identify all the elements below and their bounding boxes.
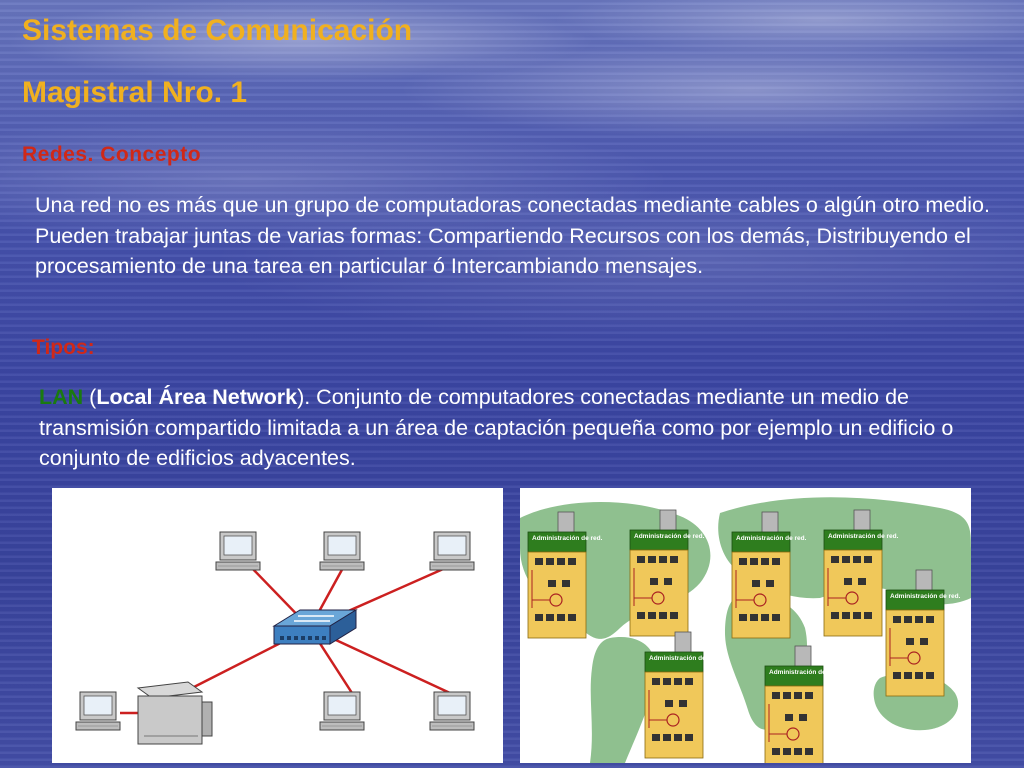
computer-icon: [429, 691, 475, 731]
network-admin-node: Administración de red.: [629, 509, 705, 637]
concept-paragraph: Una red no es más que un grupo de comput…: [35, 193, 990, 278]
network-admin-node: Administración de red.: [764, 645, 840, 763]
svg-text:Administración de red.: Administración de red.: [736, 535, 807, 542]
switch-icon: [272, 609, 358, 645]
lan-term: LAN: [39, 385, 84, 409]
wan-map-svg: Administración de red. Administración de…: [520, 497, 971, 763]
slide-title: Sistemas de Comunicación: [22, 14, 413, 47]
svg-text:Administración de red.: Administración de red.: [828, 533, 899, 540]
computer-icon: [319, 531, 365, 571]
lan-paragraph: LAN (Local Área Network). Conjunto de co…: [39, 382, 979, 474]
slide-subtitle: Magistral Nro. 1: [22, 76, 248, 109]
svg-text:Administración de red.: Administración de red.: [890, 593, 961, 600]
types-heading: Tipos:: [32, 336, 95, 359]
network-admin-node: Administración de red.: [644, 631, 720, 759]
svg-text:Administración de red.: Administración de red.: [649, 655, 720, 662]
computer-icon: [215, 531, 261, 571]
network-admin-node: Administración de red.: [527, 511, 603, 639]
lan-topology-diagram: [52, 488, 503, 763]
computer-icon: [319, 691, 365, 731]
svg-text:Administración de red.: Administración de red.: [769, 669, 840, 676]
computer-icon: [429, 531, 475, 571]
svg-text:Administración de red.: Administración de red.: [634, 533, 705, 540]
wan-map-image: Administración de red. Administración de…: [520, 488, 971, 763]
lan-topology-svg: [75, 531, 475, 745]
network-admin-node: Administración de red.: [823, 509, 899, 637]
lan-expansion: Local Área Network: [96, 385, 298, 409]
lan-description: ). Conjunto de computadores conectadas m…: [39, 385, 954, 470]
network-admin-node: Administración de red.: [731, 511, 807, 639]
lan-open-paren: (: [83, 385, 97, 409]
printer-icon: [136, 681, 213, 745]
computer-icon: [75, 691, 121, 731]
svg-text:Administración de red.: Administración de red.: [532, 535, 603, 542]
network-admin-node: Administración de red.: [885, 569, 961, 697]
section-heading: Redes. Concepto: [22, 143, 202, 166]
